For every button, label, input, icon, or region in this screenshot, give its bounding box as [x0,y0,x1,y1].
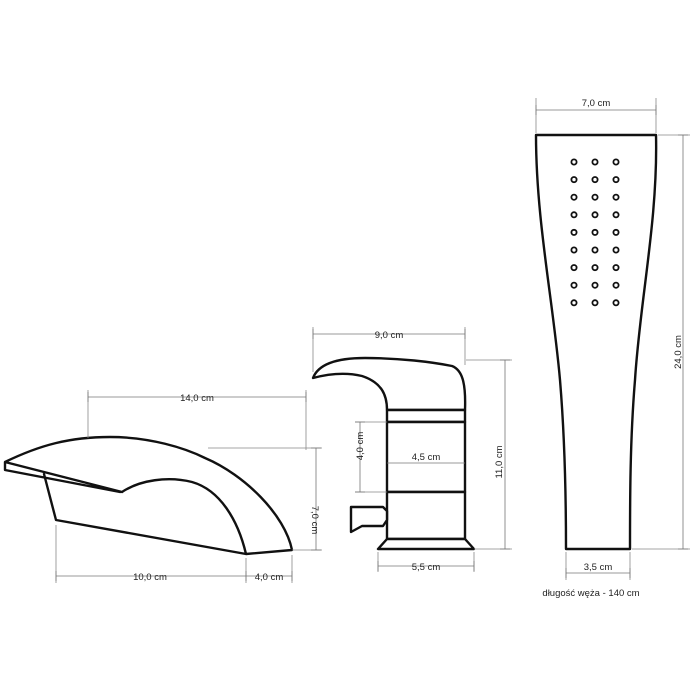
spray-nozzle [591,299,599,307]
mixer-body-top [385,408,467,424]
spray-nozzle [612,176,620,184]
spray-nozzle [591,246,599,254]
spray-nozzle [612,264,620,272]
spray-nozzle [570,246,578,254]
mixer-body-lower [385,490,467,541]
spray-nozzle [612,246,620,254]
spray-nozzle [570,193,578,201]
spray-nozzle [570,264,578,272]
handset-head-width-label: 7,0 cm [582,98,611,109]
mixer-body-diameter-label: 4,5 cm [412,452,441,463]
mixer-body-height-label: 4,0 cm [355,432,366,461]
spout-base-label: 10,0 cm [133,572,167,583]
mixer-base [376,537,476,551]
spout-height-label: 7,0 cm [309,506,320,535]
spout-outline [3,435,294,556]
spray-nozzle [612,211,620,219]
spray-nozzle [570,299,578,307]
mixer-base-label: 5,5 cm [412,562,441,573]
spout-dimensions: 14,0 cm 7,0 cm 10,0 cm 4,0 cm [55,390,322,583]
spray-nozzle [591,193,599,201]
spray-nozzle [591,176,599,184]
spray-nozzles [570,158,620,307]
handset-bottom-width-label: 3,5 cm [584,562,613,573]
mixer-body [385,420,467,494]
spout-length-label: 14,0 cm [180,393,214,404]
mixer-lever [311,356,467,412]
spray-nozzle [612,281,620,289]
spray-nozzle [570,281,578,289]
handset-length-label: 24,0 cm [673,335,684,369]
spray-nozzle [591,228,599,236]
hose-length-note: długość węża - 140 cm [542,588,639,599]
spray-nozzle [570,211,578,219]
handset-outline [534,133,658,551]
spray-nozzle [570,158,578,166]
spray-nozzle [570,228,578,236]
spout-lip-label: 4,0 cm [255,572,284,583]
handset-drawing [534,133,658,551]
spray-nozzle [591,264,599,272]
spray-nozzle [612,299,620,307]
spray-nozzle [591,158,599,166]
handset-dimensions: 7,0 cm 24,0 cm 3,5 cm długość węża - 140… [535,98,690,599]
mixer-knob [349,505,389,534]
spray-nozzle [591,211,599,219]
spray-nozzle [612,228,620,236]
spray-nozzle [570,176,578,184]
spray-nozzle [591,281,599,289]
spout-drawing [3,435,294,556]
spray-nozzle [612,193,620,201]
spray-nozzle [612,158,620,166]
mixer-total-height-label: 11,0 cm [494,445,505,478]
mixer-length-label: 9,0 cm [375,330,404,341]
mixer-drawing [311,356,476,551]
mixer-dimensions: 9,0 cm 4,0 cm 4,5 cm 11,0 cm 5,5 cm [312,327,512,573]
